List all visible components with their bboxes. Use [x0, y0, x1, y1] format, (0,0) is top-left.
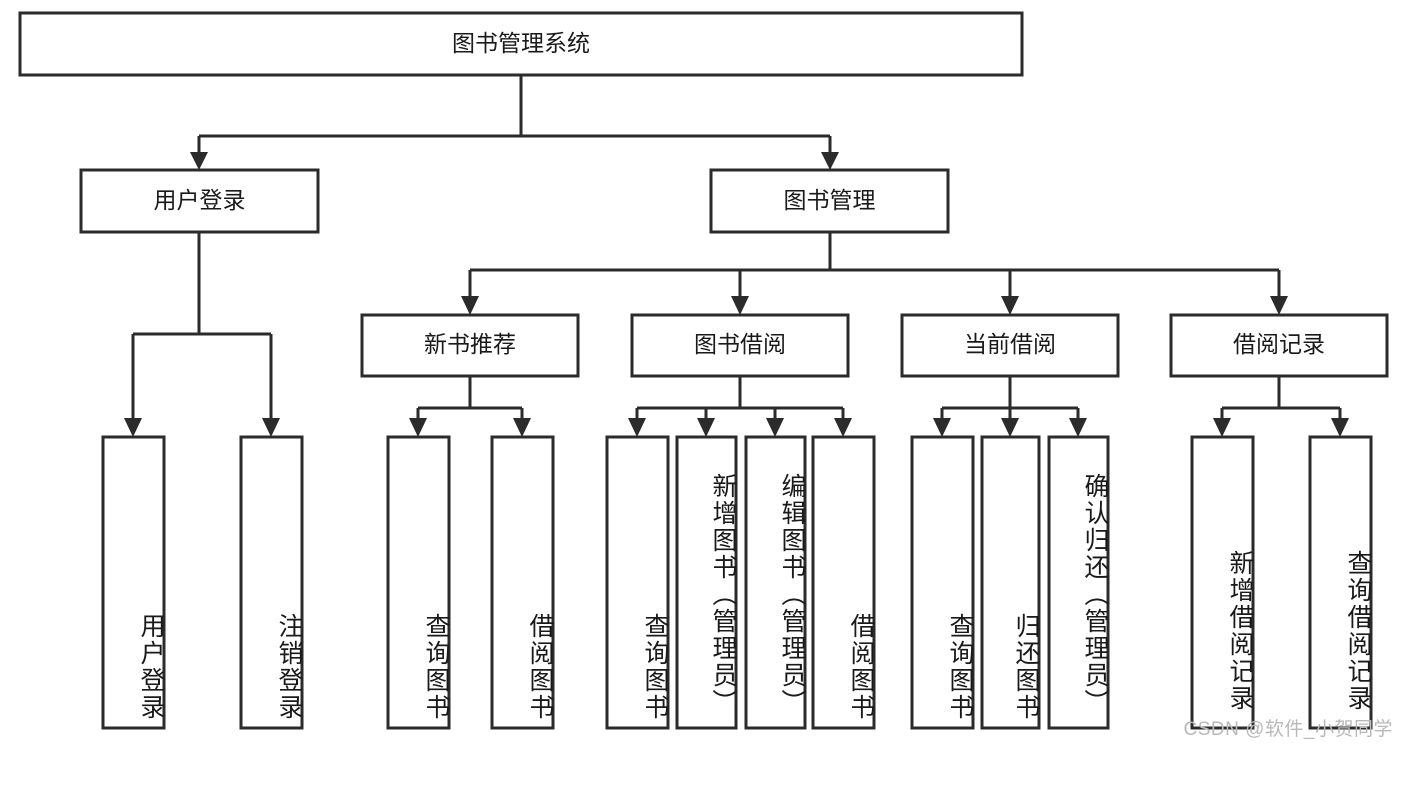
- node-root-box[interactable]: [18, 11, 1024, 77]
- leaf-box-bookborrow-borrow[interactable]: [811, 435, 876, 730]
- leaf-box-logout[interactable]: [239, 435, 304, 730]
- arrow-leaf-newbook-1: [409, 418, 427, 437]
- arrow-leaf-borrowrecord-1: [1213, 418, 1231, 437]
- arrow-leaf-user-login-1: [124, 418, 142, 437]
- node-new-book-recommend-box[interactable]: [360, 313, 580, 378]
- arrow-leaf-bookborrow-1: [628, 418, 646, 437]
- leaf-box-bookborrow-add[interactable]: [675, 435, 738, 730]
- arrow-leaf-bookborrow-3: [766, 418, 784, 437]
- leaf-box-newbook-borrow[interactable]: [490, 435, 555, 730]
- leaf-box-currentborrow-return[interactable]: [980, 435, 1041, 730]
- leaf-box-user-login[interactable]: [101, 435, 166, 730]
- csdn-watermark: CSDN @软件_小贺同学: [1183, 719, 1393, 740]
- leaf-box-currentborrow-confirm[interactable]: [1047, 435, 1110, 730]
- arrow-to-book-borrow: [731, 296, 749, 315]
- node-current-borrow-box[interactable]: [900, 313, 1120, 378]
- leaf-box-borrowrecord-query[interactable]: [1308, 435, 1373, 730]
- arrow-leaf-newbook-2: [513, 418, 531, 437]
- arrow-leaf-currentborrow-3: [1069, 418, 1087, 437]
- node-borrow-record-box[interactable]: [1169, 313, 1389, 378]
- arrow-to-book-mgmt: [821, 152, 839, 170]
- node-root-label: 图书管理系统: [452, 30, 590, 56]
- node-book-management-label: 图书管理: [784, 187, 876, 213]
- arrow-to-new-book: [461, 296, 479, 315]
- leaf-box-newbook-query[interactable]: [386, 435, 451, 730]
- node-book-management-box[interactable]: [709, 168, 950, 234]
- leaf-box-borrowrecord-add[interactable]: [1190, 435, 1255, 730]
- arrow-leaf-currentborrow-2: [1001, 418, 1019, 437]
- diagram-canvas: 图书管理系统 用户登录 图书管理 新书推荐 图书借阅 当前借阅 借阅记录: [18, 11, 1393, 740]
- node-borrow-record-label: 借阅记录: [1233, 331, 1325, 357]
- leaf-box-currentborrow-query[interactable]: [910, 435, 975, 730]
- node-book-borrow-label: 图书借阅: [694, 331, 786, 357]
- leaf-box-bookborrow-edit[interactable]: [744, 435, 807, 730]
- arrow-leaf-user-login-2: [262, 418, 280, 437]
- node-user-login-label: 用户登录: [154, 187, 246, 213]
- arrow-to-borrow-record: [1270, 296, 1288, 315]
- leaf-boxes: [101, 435, 1373, 730]
- node-new-book-recommend-label: 新书推荐: [424, 331, 516, 357]
- arrow-to-user-login: [190, 152, 208, 170]
- arrow-to-current-borrow: [1001, 296, 1019, 315]
- arrow-leaf-borrowrecord-2: [1331, 418, 1349, 437]
- arrow-leaf-currentborrow-1: [933, 418, 951, 437]
- leaf-box-bookborrow-query[interactable]: [605, 435, 670, 730]
- connector-group: [124, 75, 1349, 437]
- diagram-svg: 图书管理系统 用户登录 图书管理 新书推荐 图书借阅 当前借阅 借阅记录: [18, 11, 1389, 730]
- node-user-login-box[interactable]: [79, 168, 320, 234]
- node-boxes: 图书管理系统 用户登录 图书管理 新书推荐 图书借阅 当前借阅 借阅记录: [18, 11, 1389, 378]
- arrow-leaf-bookborrow-4: [834, 418, 852, 437]
- node-book-borrow-box[interactable]: [630, 313, 850, 378]
- node-current-borrow-label: 当前借阅: [964, 331, 1056, 357]
- arrow-leaf-bookborrow-2: [697, 418, 715, 437]
